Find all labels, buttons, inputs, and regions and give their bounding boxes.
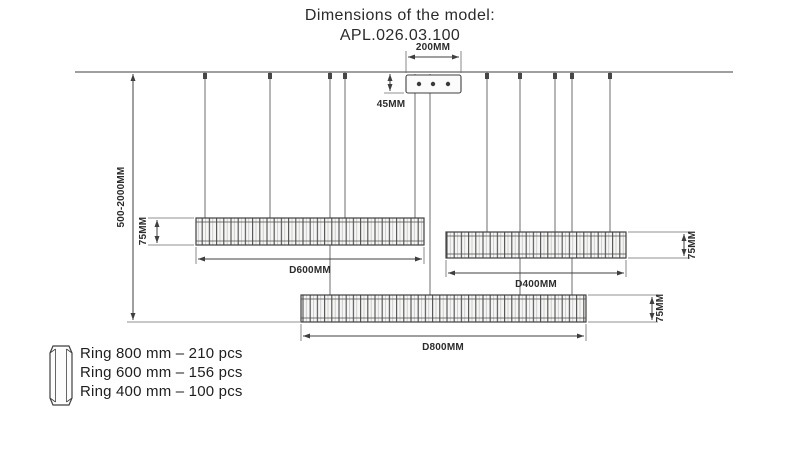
dim-ring800-diameter: D800MM bbox=[300, 324, 587, 353]
ring600-diameter-label: D600MM bbox=[289, 265, 331, 276]
canopy-bolt bbox=[416, 81, 422, 87]
legend: Ring 800 mm – 210 pcs Ring 600 mm – 156 … bbox=[49, 345, 243, 406]
ring-800 bbox=[300, 294, 587, 323]
ceiling-fittings bbox=[203, 73, 612, 79]
model-number: APL.026.03.100 bbox=[340, 27, 460, 44]
ring400-diameter-label: D400MM bbox=[515, 279, 557, 290]
dim-ring400-diameter: D400MM bbox=[445, 260, 627, 290]
ring800-diameter-label: D800MM bbox=[422, 342, 464, 353]
canopy-width-label: 200MM bbox=[416, 42, 450, 53]
dim-canopy-width: 200MM bbox=[405, 42, 462, 73]
dim-ring600-diameter: D600MM bbox=[195, 247, 425, 276]
canopy bbox=[405, 74, 462, 94]
canopy-drop-label: 45MM bbox=[377, 99, 406, 110]
crystal-icon bbox=[49, 345, 73, 406]
diagram-title: Dimensions of the model: bbox=[305, 7, 495, 24]
ring400-height-label: 75MM bbox=[687, 231, 698, 260]
ring-600 bbox=[195, 217, 425, 246]
legend-item-ring800: Ring 800 mm – 210 pcs bbox=[80, 345, 243, 362]
dim-ring800-height: 75MM bbox=[588, 294, 666, 323]
canopy-bolt bbox=[445, 81, 451, 87]
legend-item-ring600: Ring 600 mm – 156 pcs bbox=[80, 364, 243, 381]
suspension-range-label: 500-2000MM bbox=[116, 167, 127, 228]
dim-ring600-height: 75MM bbox=[138, 217, 194, 246]
canopy-bolt bbox=[430, 81, 436, 87]
dim-suspension-range: 500-2000MM bbox=[116, 74, 300, 323]
suspension-wires bbox=[204, 72, 611, 295]
ring600-height-label: 75MM bbox=[138, 217, 149, 246]
dim-ring400-height: 75MM bbox=[628, 231, 698, 260]
ring800-height-label: 75MM bbox=[655, 294, 666, 323]
ring-400 bbox=[445, 231, 627, 259]
dim-canopy-drop: 45MM bbox=[377, 74, 406, 110]
legend-item-ring400: Ring 400 mm – 100 pcs bbox=[80, 383, 243, 400]
